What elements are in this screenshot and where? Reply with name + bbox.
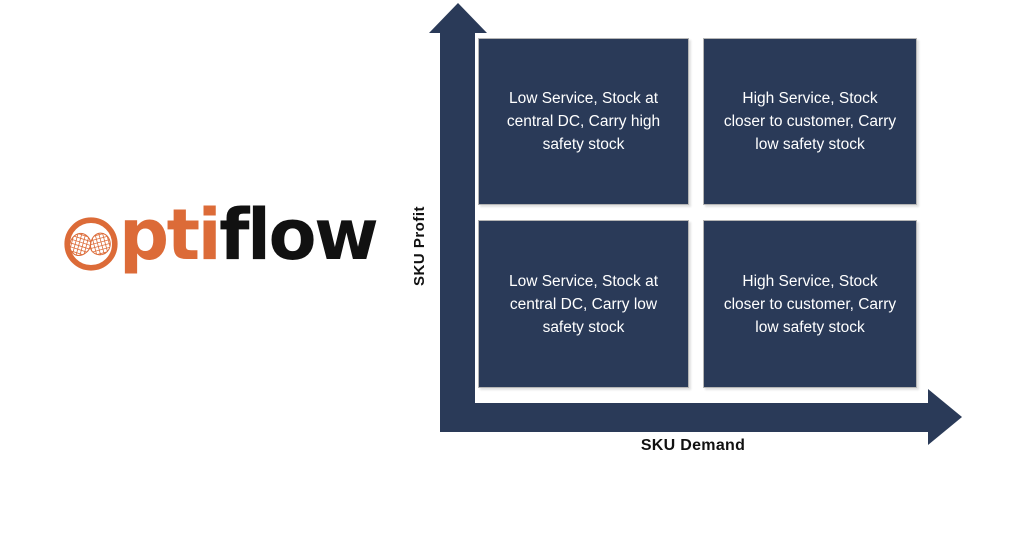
y-axis-arrow-shaft (440, 28, 475, 432)
optiflow-sphere-mesh-icon (64, 217, 118, 271)
x-axis-label: SKU Demand (640, 437, 746, 454)
x-axis-arrow-shaft (440, 403, 928, 432)
wordmark-pti: pti (119, 194, 222, 276)
quadrant-bottom-right: High Service, Stock closer to customer, … (703, 220, 917, 388)
optiflow-wordmark: ptiflow (119, 194, 379, 276)
quadrant-top-right: High Service, Stock closer to customer, … (703, 38, 917, 205)
quadrant-top-right-text: High Service, Stock closer to customer, … (723, 90, 897, 153)
y-axis-arrowhead-icon (429, 3, 487, 33)
quadrant-bottom-left: Low Service, Stock at central DC, Carry … (478, 220, 689, 388)
quadrant-bottom-left-text: Low Service, Stock at central DC, Carry … (508, 272, 659, 336)
quadrant-bottom-right-text: High Service, Stock closer to customer, … (723, 272, 897, 336)
wordmark-flow: flow (219, 194, 379, 276)
y-axis-label: SKU Profit (411, 206, 428, 286)
x-axis-arrowhead-icon (928, 389, 962, 445)
quadrant-top-left: Low Service, Stock at central DC, Carry … (478, 38, 689, 205)
quadrant-top-left-text: Low Service, Stock at central DC, Carry … (506, 90, 661, 153)
